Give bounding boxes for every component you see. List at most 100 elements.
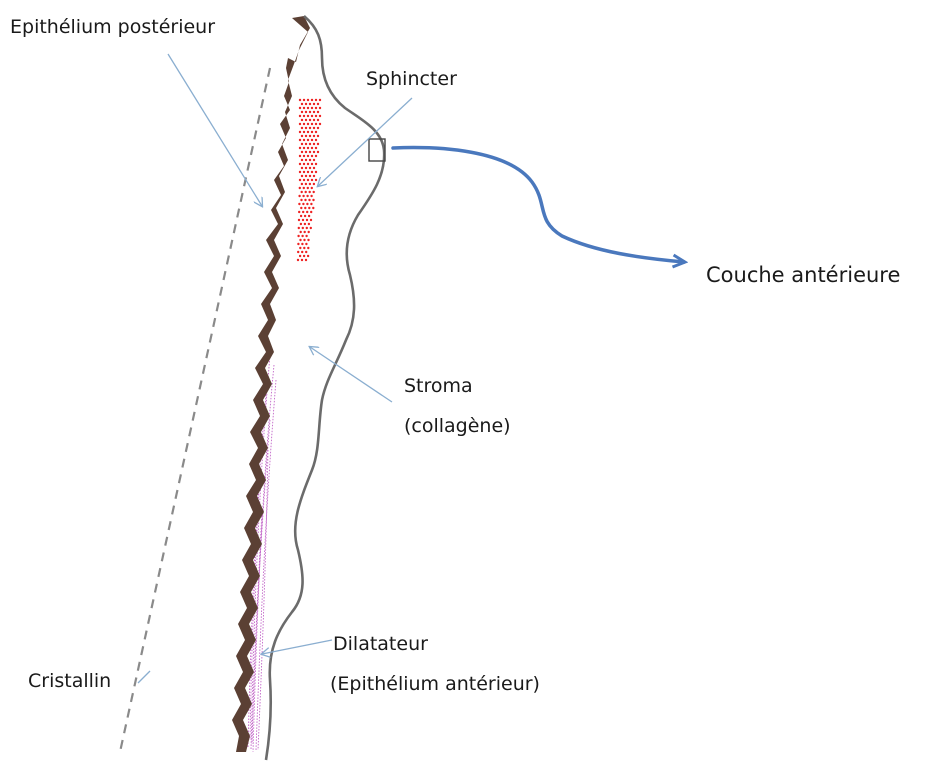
sphincter-dot	[303, 107, 305, 109]
sphincter-dot	[313, 119, 315, 121]
sphincter-dot	[301, 135, 303, 137]
sphincter-dot	[313, 151, 315, 153]
sphincter-dot	[310, 211, 312, 213]
sphincter-dot	[303, 247, 305, 249]
sphincter-dot	[311, 107, 313, 109]
sphincter-dot	[305, 243, 307, 245]
sphincter-dot	[301, 119, 303, 121]
sphincter-dot	[300, 207, 302, 209]
cristallin-pointer-arrow	[138, 671, 150, 683]
sphincter-dot	[302, 227, 304, 229]
couche-anterieure-arrow	[393, 148, 684, 262]
sphincter-dot	[299, 163, 301, 165]
sphincter-dot	[315, 139, 317, 141]
sphincter-dot	[297, 259, 299, 261]
sphincter-dot	[309, 167, 311, 169]
sphincter-dot	[302, 195, 304, 197]
sphincter-dot	[315, 115, 317, 117]
sphincter-dot	[302, 211, 304, 213]
sphincter-dot	[301, 191, 303, 193]
sphincter-dot	[307, 247, 309, 249]
sphincter-dot	[317, 135, 319, 137]
sphincter-dot	[310, 203, 312, 205]
sphincter-dot	[313, 111, 315, 113]
label-stroma-collagene: (collagène)	[404, 415, 511, 437]
sphincter-dot	[311, 171, 313, 173]
sphincter-dot	[315, 99, 317, 101]
sphincter-dot	[304, 207, 306, 209]
sphincter-dot	[305, 151, 307, 153]
sphincter-dot	[301, 143, 303, 145]
sphincter-dot	[299, 171, 301, 173]
sphincter-dot	[309, 135, 311, 137]
sphincter-dot	[302, 203, 304, 205]
sphincter-dot	[319, 123, 321, 125]
sphincter-dot	[303, 123, 305, 125]
sphincter-dot	[299, 187, 301, 189]
sphincter-dot	[299, 99, 301, 101]
sphincter-dot	[307, 99, 309, 101]
sphincter-dot	[311, 179, 313, 181]
sphincter-dot	[300, 223, 302, 225]
posterior-epithelium	[232, 16, 310, 752]
sphincter-dot	[313, 143, 315, 145]
sphincter-dot	[301, 103, 303, 105]
sphincter-dot	[304, 231, 306, 233]
sphincter-dot	[305, 127, 307, 129]
sphincter-dot	[308, 231, 310, 233]
sphincter-dot	[303, 139, 305, 141]
sphincter-dot	[301, 159, 303, 161]
sphincter-dot	[319, 99, 321, 101]
sphincter-dot	[311, 163, 313, 165]
sphincter-dot	[311, 187, 313, 189]
label-cristallin: Cristallin	[28, 670, 111, 692]
sphincter-dot	[305, 119, 307, 121]
sphincter-dot	[299, 179, 301, 181]
sphincter-dot	[309, 159, 311, 161]
sphincter-dot	[317, 127, 319, 129]
sphincter-dot	[297, 235, 299, 237]
sphincter-dot	[305, 159, 307, 161]
sphincter-dot	[297, 251, 299, 253]
sphincter-dot	[309, 119, 311, 121]
label-epithelium-posterieur: Epithélium postérieur	[10, 16, 215, 38]
sphincter-dot	[305, 235, 307, 237]
sphincter-dot	[315, 123, 317, 125]
sphincter-dot	[309, 103, 311, 105]
label-dilatateur: Dilatateur	[333, 633, 428, 655]
sphincter-dot	[308, 215, 310, 217]
sphincter-dot	[305, 111, 307, 113]
sphincter-dot	[307, 147, 309, 149]
sphincter-dot	[303, 171, 305, 173]
label-dilatateur-epithelium: (Epithélium antérieur)	[330, 673, 540, 695]
sphincter-dot	[313, 159, 315, 161]
sphincter-dot	[313, 183, 315, 185]
sphincter-dot	[307, 115, 309, 117]
sphincter-dot	[307, 171, 309, 173]
label-stroma: Stroma	[404, 375, 473, 397]
sphincter-dot	[299, 131, 301, 133]
sphincter-dot	[297, 243, 299, 245]
sphincter-pointer-arrow	[318, 98, 412, 186]
sphincter-dot	[315, 155, 317, 157]
sphincter-dot	[311, 147, 313, 149]
sphincter-dot	[307, 239, 309, 241]
sphincter-dot	[299, 255, 301, 257]
sphincter-dot	[306, 195, 308, 197]
sphincter-dot	[302, 219, 304, 221]
sphincter-dot	[305, 135, 307, 137]
sphincter-dot	[301, 151, 303, 153]
sphincter-dot	[310, 195, 312, 197]
sphincter-dot	[307, 179, 309, 181]
sphincter-dot	[306, 219, 308, 221]
sphincter-dot	[311, 131, 313, 133]
sphincter-dot	[303, 163, 305, 165]
sphincter-dot	[315, 179, 317, 181]
label-couche-anterieure: Couche antérieure	[706, 263, 900, 287]
sphincter-dot	[300, 231, 302, 233]
sphincter-dot	[317, 103, 319, 105]
sphincter-dot	[311, 139, 313, 141]
sphincter-dot	[313, 191, 315, 193]
sphincter-dot	[311, 155, 313, 157]
sphincter-dot	[299, 107, 301, 109]
